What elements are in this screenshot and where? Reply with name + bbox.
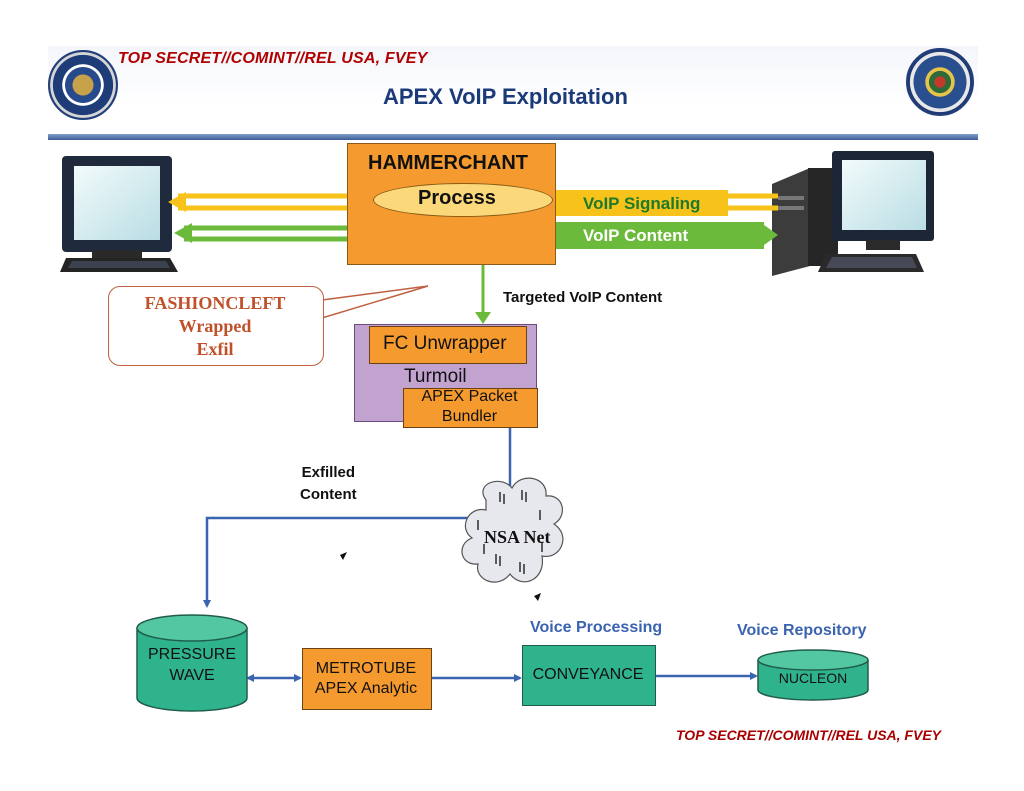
page-title: APEX VoIP Exploitation [383,84,628,109]
nsa-seal-icon [48,50,118,120]
exfilled-line-1: Exfilled [301,464,355,481]
conveyance-label: CONVEYANCE [532,666,644,683]
voice-processing-heading: Voice Processing [530,619,663,636]
voip-content-flow [174,222,778,249]
apex-packet-bundler-box [403,388,538,428]
callout-pointer [321,285,429,320]
apex-packet-bundler-label: APEX Packet Bundler [403,387,536,427]
voip-signaling-label: VoIP Signaling [583,194,701,213]
hammerchant-title: HAMMERCHANT [368,152,528,174]
classification-banner-top: TOP SECRET//COMINT//REL USA, FVEY [118,50,428,67]
pressure-wave-database-icon [136,614,248,712]
header-rule [48,134,978,140]
exfil-path [203,426,512,608]
classification-banner-bottom: TOP SECRET//COMINT//REL USA, FVEY [676,727,941,743]
metrotube-line-1: METROTUBE [315,660,417,677]
fashioncleft-callout [108,286,324,366]
voip-content-label: VoIP Content [583,226,689,245]
fc-unwrapper-label: FC Unwrapper [383,333,507,354]
targeted-content-label: Targeted VoIP Content [503,289,663,306]
conveyance-box [522,645,656,706]
callout-line-3: Exfil [196,339,234,359]
metrotube-line-2: APEX Analytic [314,680,418,697]
voip-signaling-flow [168,190,778,216]
voice-repository-heading: Voice Repository [737,622,867,639]
turmoil-label: Turmoil [404,366,467,387]
callout-line-1: FASHIONCLEFT [144,293,286,313]
cursor-mark-icon [340,552,347,560]
nsa-net-label: NSA Net [484,527,551,547]
nucleon-database-icon [757,649,869,701]
callout-line-2: Wrapped [178,316,252,336]
apex-bundler-line-1: APEX Packet [421,388,518,405]
process-oval [373,183,553,217]
pressure-wave-line-1: PRESSURE [147,646,237,663]
metrotube-box [302,648,432,710]
nucleon-label: NUCLEON [778,670,848,686]
pressure-wave-label: PRESSURE WAVE [138,644,246,686]
apex-bundler-line-2: Bundler [441,408,498,425]
desktop-computer-icon [772,151,934,276]
pressure-wave-line-2: WAVE [169,667,215,684]
fashioncleft-callout-text: FASHIONCLEFT Wrapped Exfil [110,292,320,361]
exfilled-content-label: Exfilled Content [300,462,357,506]
metrotube-label: METROTUBE APEX Analytic [302,659,430,699]
header-band [48,46,978,136]
css-seal-icon [906,48,974,116]
cursor-mark-icon [534,593,541,601]
laptop-monitor-icon [60,156,178,272]
process-label: Process [418,187,496,209]
fc-unwrapper-box [369,326,527,364]
nsa-net-cloud-icon [461,477,564,583]
exfilled-line-2: Content [300,486,357,503]
